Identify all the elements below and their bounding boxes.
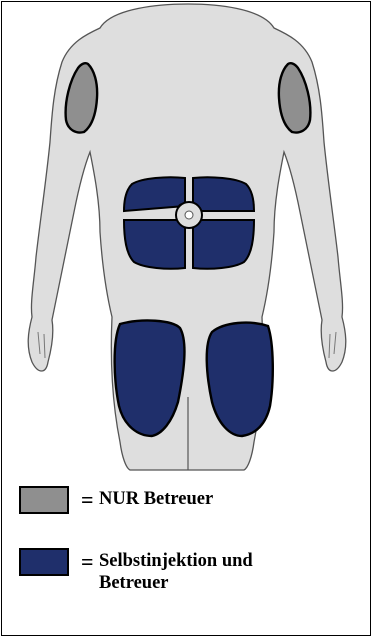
body-diagram [2,2,372,472]
abdomen-lower-left-zone [124,220,185,269]
navel [185,211,193,219]
legend-equals-sign: = [81,548,99,576]
legend-label-caregiver-only: NUR Betreuer [99,486,213,510]
legend-item-self-and-caregiver: = Selbstinjektion und Betreuer [19,548,319,594]
legend-swatch-gray [19,486,69,514]
legend-item-caregiver-only: = NUR Betreuer [19,486,213,514]
abdomen-upper-left-zone [124,177,185,211]
abdomen-lower-right-zone [193,220,254,269]
legend-label-self-and-caregiver: Selbstinjektion und Betreuer [99,548,319,594]
legend-equals-sign: = [81,486,99,514]
legend-swatch-navy [19,548,69,576]
abdomen-upper-right-zone [193,177,254,211]
